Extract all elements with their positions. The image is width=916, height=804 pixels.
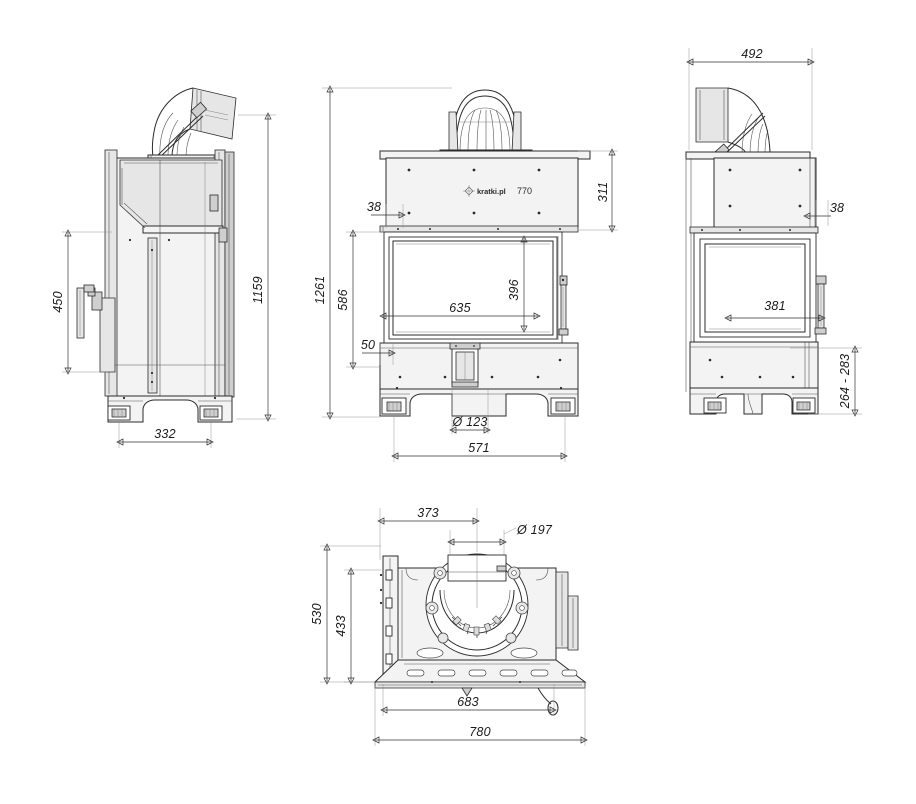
dimension-center-38: 38 (367, 200, 406, 228)
top-plan-view: 373 Ø 197 530 433 (310, 506, 588, 746)
dimension-plan-780: 780 (372, 686, 588, 746)
door-assembly-front (383, 231, 563, 345)
dimension-label-381: 381 (764, 299, 785, 313)
front-elevation-view: kratki.pl 770 (313, 85, 618, 462)
mid-rail (379, 225, 579, 233)
dimension-label-1261: 1261 (313, 276, 327, 305)
dimension-label-571: 571 (468, 441, 489, 455)
dimension-left-1159: 1159 (236, 112, 276, 422)
rear-elevation-view: 492 38 381 264 - 283 (685, 47, 862, 417)
dimension-label-492: 492 (741, 47, 762, 61)
dimension-label-332: 332 (154, 427, 175, 441)
dimension-label-50: 50 (361, 338, 375, 352)
dimension-right-38: 38 (803, 200, 844, 226)
base-legs-side (107, 395, 233, 423)
dimension-label-450: 450 (51, 291, 65, 312)
dimension-label-311: 311 (596, 182, 610, 203)
dimension-plan-373: 373 (377, 506, 480, 560)
dimension-center-311: 311 (578, 148, 618, 233)
dimension-label-38-right: 38 (830, 201, 844, 215)
dimension-center-571: 571 (391, 416, 568, 462)
door-handle-rear[interactable] (814, 275, 827, 335)
front-apron-plan (373, 647, 587, 716)
lower-body-rear (689, 341, 819, 392)
lower-body-front (379, 342, 579, 392)
dimension-label-373: 373 (417, 506, 438, 520)
collar-bolt-bosses (425, 566, 529, 644)
dimension-label-780: 780 (469, 725, 490, 739)
dimension-label-38-center: 38 (367, 200, 381, 214)
dimension-plan-683: 683 (380, 684, 557, 716)
flue-collar-plan (425, 553, 529, 657)
dimension-plan-433: 433 (334, 567, 381, 685)
dimension-label-1159: 1159 (251, 276, 265, 304)
mounting-plate (379, 555, 399, 685)
door-handle-front[interactable] (558, 275, 569, 336)
base-legs-front (379, 386, 579, 417)
dimension-label-433: 433 (334, 615, 348, 636)
dimension-label-123: Ø 123 (451, 415, 487, 429)
dimension-label-197: Ø 197 (516, 523, 553, 537)
dimension-center-50: 50 (361, 338, 396, 365)
dimension-left-450: 450 (51, 229, 112, 375)
upper-body-rear (713, 157, 817, 229)
side-elevation-view: 450 1159 332 (51, 87, 276, 448)
dimension-center-123: Ø 123 (449, 388, 491, 434)
appliance-body-side (76, 149, 235, 401)
dimension-center-396: 396 (507, 235, 528, 333)
door-assembly-rear (693, 232, 817, 344)
dimension-right-264-283: 264 - 283 (790, 345, 862, 417)
brand-logo: kratki.pl 770 (463, 185, 532, 197)
dimension-label-264-283: 264 - 283 (838, 354, 852, 410)
dimension-left-332: 332 (116, 420, 214, 448)
brand-model-number: 770 (517, 186, 532, 196)
upper-body-front: kratki.pl 770 (385, 157, 579, 228)
dimension-center-586: 586 (336, 229, 384, 370)
dimension-plan-197: Ø 197 (447, 523, 553, 556)
dimension-label-586: 586 (336, 289, 350, 310)
dimension-right-492: 492 (686, 47, 815, 150)
dimension-label-683: 683 (457, 695, 478, 709)
mid-rail-rear (689, 226, 819, 234)
dimension-label-635: 635 (449, 301, 470, 315)
dimension-label-396: 396 (507, 279, 521, 300)
brand-logo-text: kratki.pl (477, 187, 506, 196)
dimension-label-530: 530 (310, 603, 324, 624)
base-legs-rear (689, 387, 819, 415)
dimension-right-381: 381 (724, 299, 826, 322)
dimension-center-1261: 1261 (313, 85, 452, 420)
kratki-logo-icon (463, 185, 475, 197)
dimension-center-635: 635 (379, 301, 541, 320)
